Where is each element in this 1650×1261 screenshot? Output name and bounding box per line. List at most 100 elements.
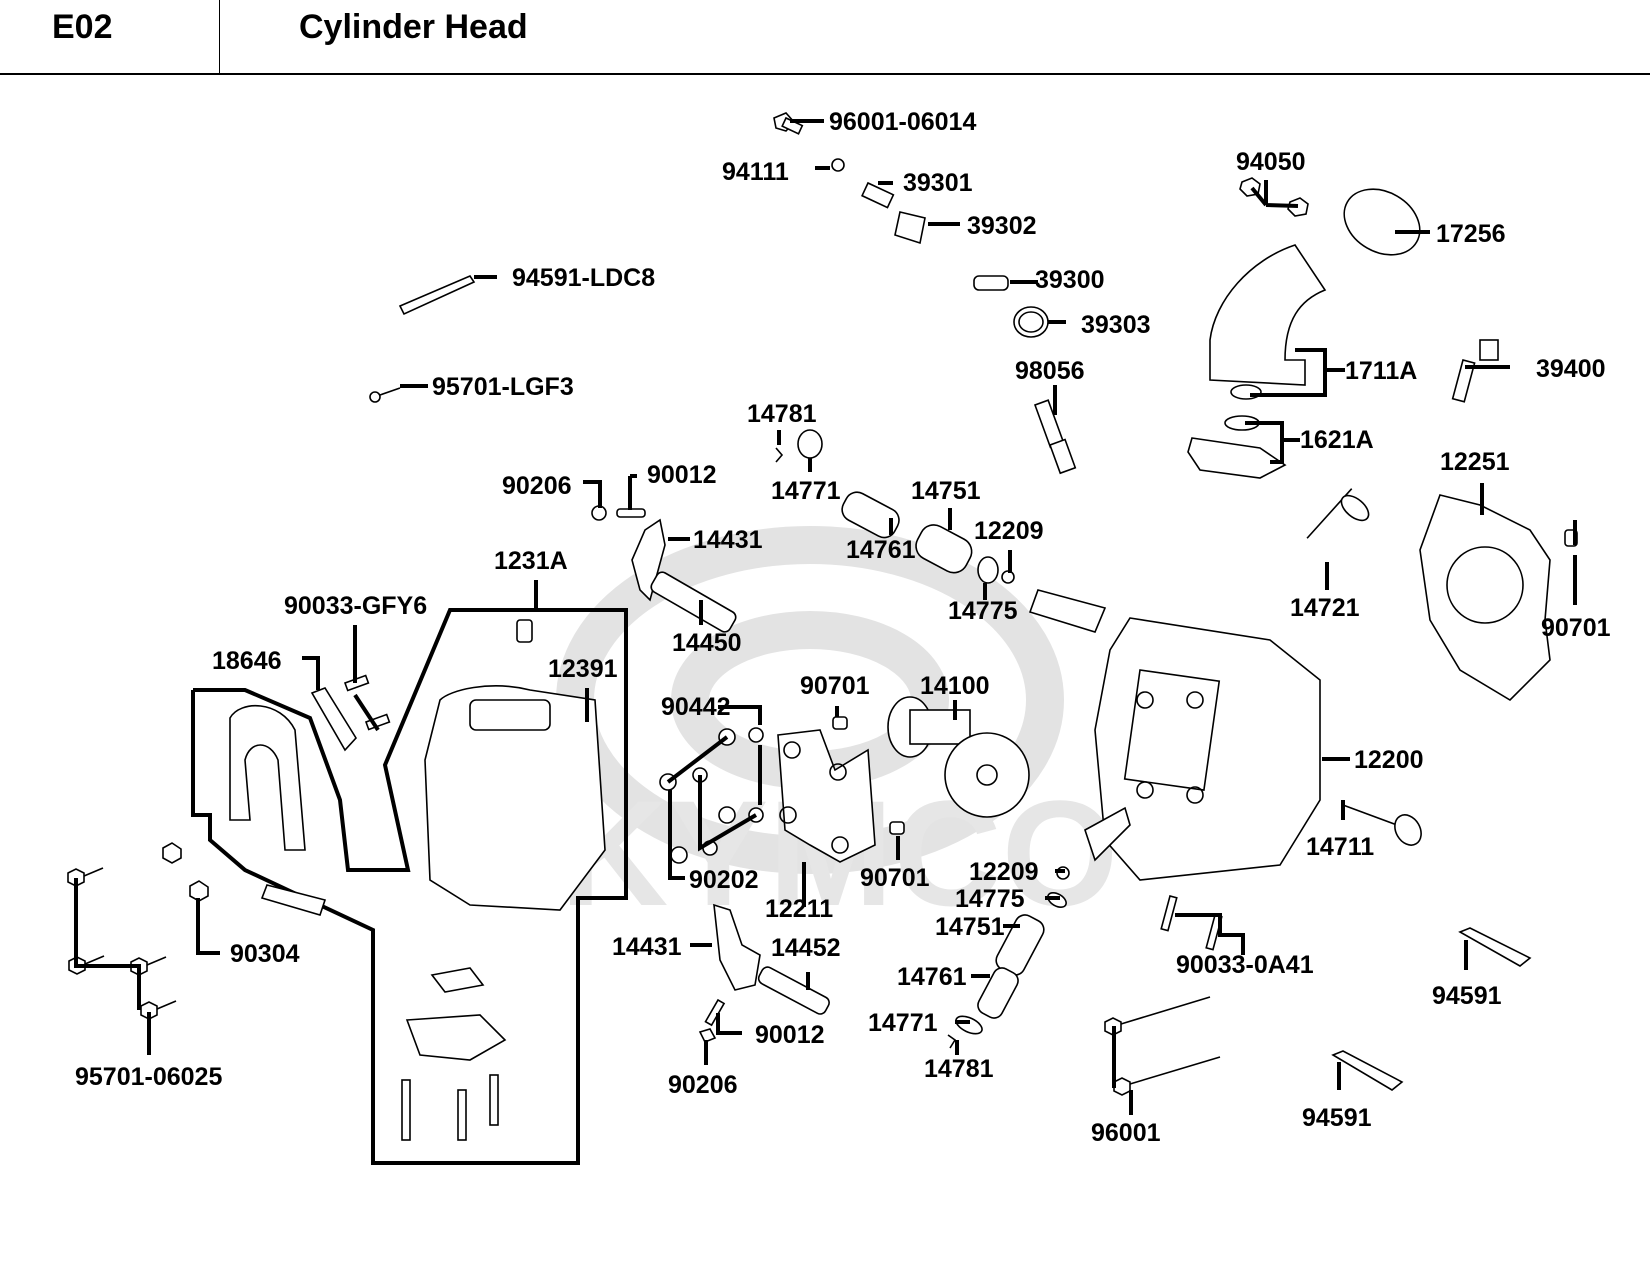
callout-90033-gfy6: 90033-GFY6 [284, 592, 427, 620]
callout-94591-low: 94591 [1302, 1104, 1372, 1132]
callout-14771-low: 14771 [868, 1009, 938, 1037]
callout-14711: 14711 [1306, 833, 1374, 861]
camshaft-icon [887, 696, 1030, 818]
callout-18646: 18646 [212, 647, 282, 675]
callout-90701-mid: 90701 [800, 672, 870, 700]
callout-90202: 90202 [689, 866, 759, 894]
valve-cotter-icon [947, 1034, 957, 1049]
adjusting-screw-icon [704, 998, 726, 1027]
head-cover-icon [424, 619, 606, 911]
callout-14100: 14100 [920, 672, 990, 700]
callout-39303: 39303 [1081, 311, 1151, 339]
nut-icon [1287, 197, 1309, 217]
nut-icon [591, 505, 607, 521]
breather-pipe-icon [229, 705, 306, 851]
chain-tensioner-cover-icon [405, 1014, 507, 1061]
valve-cotter-icon [775, 447, 784, 463]
intake-valve-icon [1342, 804, 1422, 846]
spring-seat-icon [977, 556, 999, 584]
assembly-outlines [191, 608, 628, 1165]
temperature-sensor-icon [1451, 339, 1499, 403]
callout-95701-06025: 95701-06025 [75, 1063, 222, 1091]
inner-valve-spring-icon [977, 967, 1019, 1019]
head-cover-assy-outline [191, 608, 628, 1165]
dowel-pin-icon [889, 821, 905, 835]
callout-90206-low: 90206 [668, 1071, 738, 1099]
inner-valve-spring-icon [841, 491, 900, 539]
callout-39300: 39300 [1035, 266, 1105, 294]
callout-90442: 90442 [661, 693, 731, 721]
callout-12209-top: 12209 [974, 517, 1044, 545]
rocker-shaft-icon [757, 966, 830, 1015]
valve-guide-icon [1084, 806, 1131, 862]
rocker-arm-icon [631, 518, 666, 602]
bracket-icon [894, 211, 926, 245]
adjusting-screw-icon [616, 508, 646, 518]
callout-14721: 14721 [1290, 594, 1360, 622]
stud-icon [364, 713, 391, 731]
callout-12251: 12251 [1440, 448, 1510, 476]
callout-39301: 39301 [903, 169, 973, 197]
page-header: E02 Cylinder Head [0, 0, 1650, 75]
header-divider [219, 0, 220, 73]
part-drawings [67, 112, 1578, 1141]
rocker-arm-icon [713, 903, 761, 991]
callout-14452: 14452 [771, 934, 841, 962]
gasket-icon [310, 687, 357, 752]
connector-icon [861, 181, 895, 209]
outer-valve-spring-icon [915, 524, 973, 574]
callout-14751-top: 14751 [911, 477, 981, 505]
intake-manifold-icon [1209, 244, 1327, 400]
bolt-icon [457, 1089, 467, 1141]
pin-icon [398, 275, 476, 316]
callout-90206-top: 90206 [502, 472, 572, 500]
nut-icon [162, 842, 182, 864]
callout-14775-top: 14775 [948, 597, 1018, 625]
callout-90012-low: 90012 [755, 1021, 825, 1049]
nut-icon [698, 1028, 717, 1044]
bolt-icon [1104, 996, 1211, 1036]
bolt-icon [67, 867, 104, 887]
pin-icon [1458, 927, 1532, 967]
callout-17256: 17256 [1436, 220, 1506, 248]
callout-14761-low: 14761 [897, 963, 967, 991]
callout-labels: 96001-06014 94111 39301 39302 94591-LDC8… [75, 108, 1611, 1147]
callout-95701-lgf3: 95701-LGF3 [432, 373, 574, 401]
plate-icon [430, 967, 485, 993]
page-title: Cylinder Head [299, 8, 528, 46]
nut-icon [670, 846, 688, 864]
callout-94591-right: 94591 [1432, 982, 1502, 1010]
callout-90701-low: 90701 [860, 864, 930, 892]
bolt-icon [773, 112, 804, 135]
spring-retainer-icon [955, 1015, 983, 1035]
callout-12200: 12200 [1354, 746, 1424, 774]
callout-14431-top: 14431 [693, 526, 763, 554]
dowel-pin-icon [832, 716, 848, 730]
callout-14450: 14450 [672, 629, 742, 657]
section-code: E02 [52, 8, 113, 46]
callout-94111: 94111 [722, 158, 789, 186]
spring-retainer-icon [797, 429, 823, 459]
callout-96001: 96001 [1091, 1119, 1161, 1147]
camshaft-holder-icon [777, 729, 876, 863]
insulator-icon [1187, 415, 1287, 479]
callout-98056: 98056 [1015, 357, 1085, 385]
nut-icon [189, 880, 209, 902]
head-gasket-icon [1419, 494, 1551, 702]
stud-icon [1160, 895, 1178, 932]
bolt-icon [140, 1000, 177, 1020]
callout-1621a: 1621A [1300, 426, 1374, 454]
callout-39400: 39400 [1536, 355, 1606, 383]
fuel-injector-icon [973, 275, 1009, 291]
callout-12209-low: 12209 [969, 858, 1039, 886]
clip-icon [831, 158, 845, 172]
bolt-icon [1113, 1056, 1221, 1096]
callout-12391: 12391 [548, 655, 618, 683]
callout-14431-low: 14431 [612, 933, 682, 961]
callout-90304: 90304 [230, 940, 300, 968]
valve-guide-icon [1028, 589, 1107, 633]
washer-icon [748, 727, 764, 743]
bolt-icon [369, 387, 401, 403]
breather-gasket-icon [260, 884, 327, 916]
